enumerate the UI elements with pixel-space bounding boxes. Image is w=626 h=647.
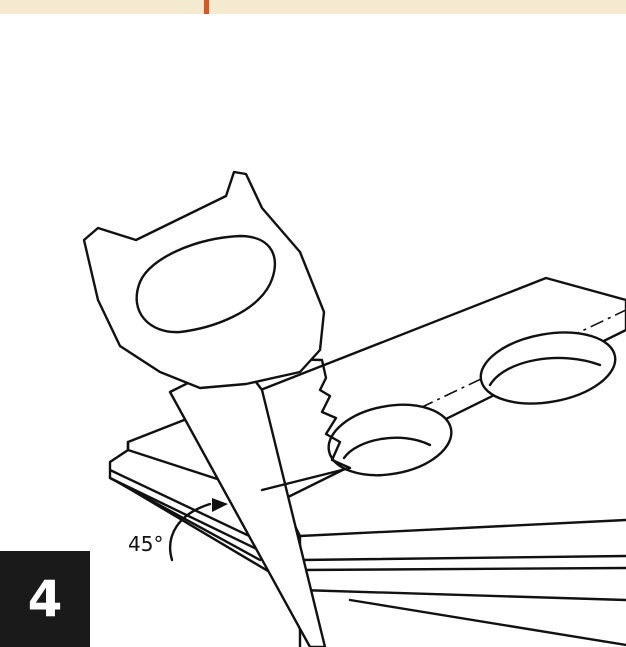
step-number-badge: 4 <box>0 551 90 647</box>
board-lower-lines <box>108 476 626 647</box>
step-number: 4 <box>27 570 63 628</box>
saw-handle-grip-opening <box>135 234 277 334</box>
saw-teeth <box>236 356 352 492</box>
top-color-band <box>0 0 626 14</box>
hole-left <box>327 403 453 477</box>
accent-marker <box>204 0 209 14</box>
hole-right <box>479 331 617 405</box>
angle-arrowhead <box>212 498 228 512</box>
angle-arc <box>168 502 212 562</box>
angle-label: 45° <box>128 532 164 556</box>
